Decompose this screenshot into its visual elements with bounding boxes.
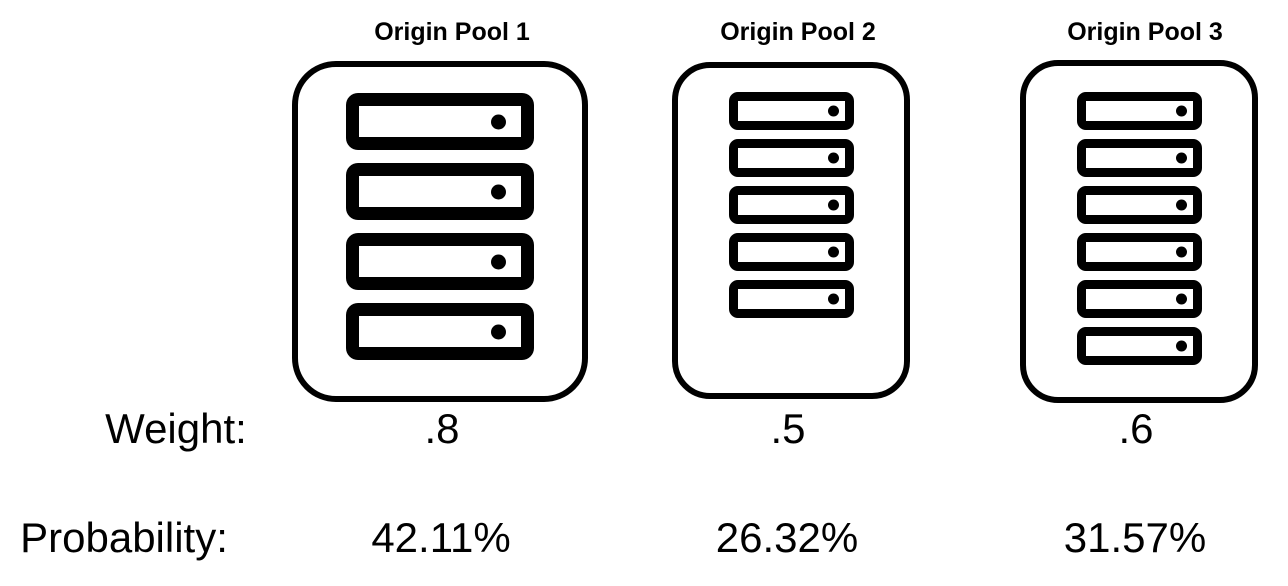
server-icon [346,233,534,290]
pool-2-title: Origin Pool 2 [720,18,876,46]
server-icon [346,93,534,150]
server-icon [1076,280,1202,318]
pool-2-probability-value: 26.32% [715,514,859,561]
server-icon [728,186,854,224]
server-icon [728,280,854,318]
probability-row-label: Probability: [20,514,228,561]
pool-3-box [1020,60,1258,403]
server-icon [1076,233,1202,271]
server-icon [346,303,534,360]
weight-row-label: Weight: [105,405,247,452]
pool-1-weight-value: .8 [424,405,460,452]
pool-2-box [672,62,910,399]
server-icon [1076,139,1202,177]
pool-1-probability-value: 42.11% [371,514,511,561]
pool-3-probability-value: 31.57% [1063,514,1207,561]
server-icon [1076,186,1202,224]
server-icon [1076,92,1202,130]
server-icon [728,139,854,177]
server-icon [1076,327,1202,365]
pool-1-title: Origin Pool 1 [374,18,530,46]
pool-3-weight-value: .6 [1118,405,1154,452]
pool-1-box [292,61,588,402]
server-icon [728,233,854,271]
pool-2-weight-value: .5 [770,405,806,452]
server-icon [346,163,534,220]
pool-3-title: Origin Pool 3 [1067,18,1223,46]
server-icon [728,92,854,130]
